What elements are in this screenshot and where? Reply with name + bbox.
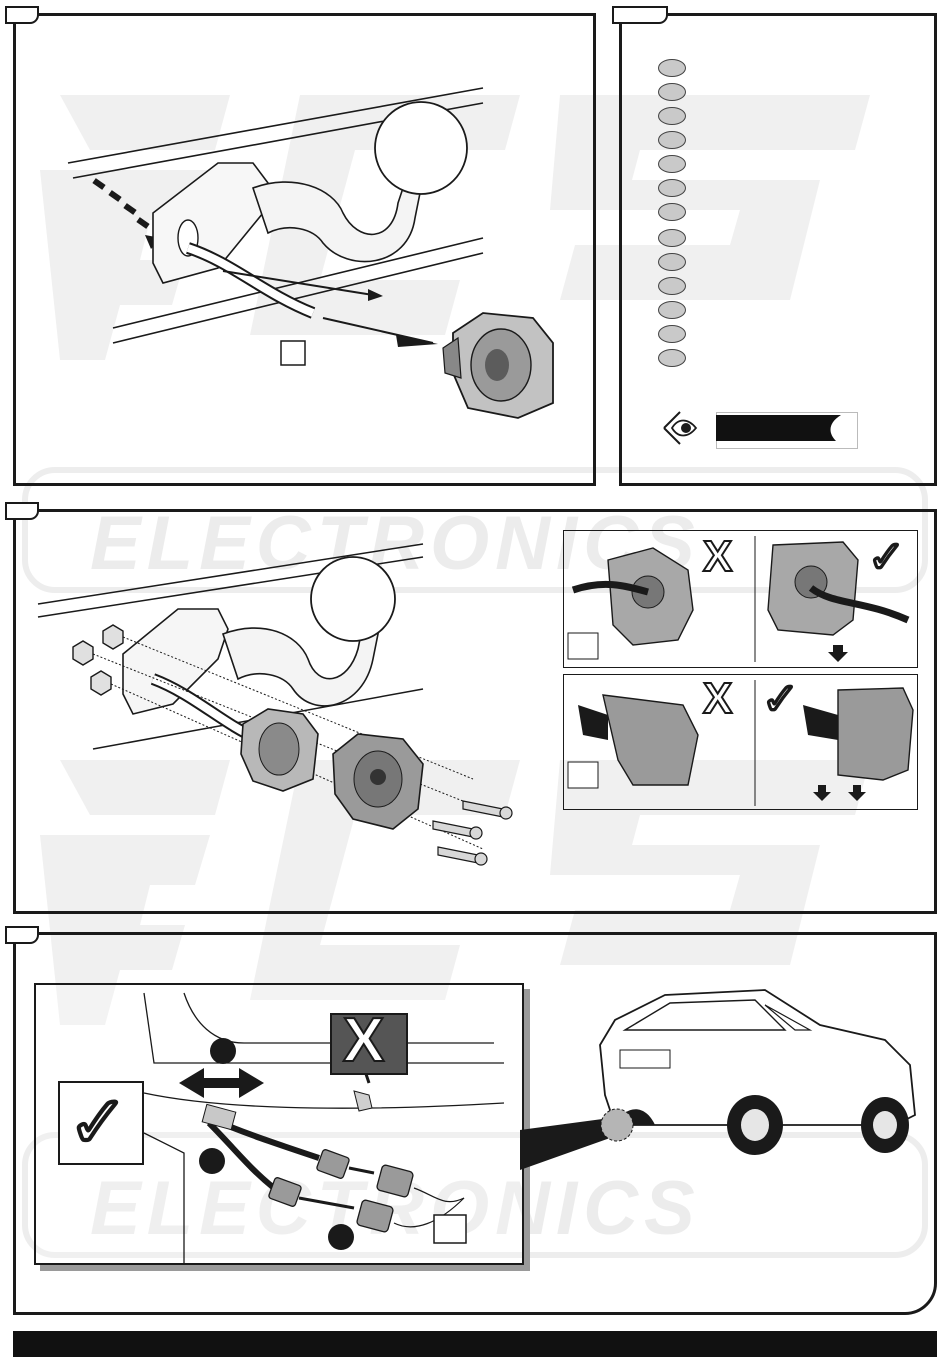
pin-dot xyxy=(658,179,686,197)
right-mark-bottom: ✓ xyxy=(762,674,799,725)
mount-bracket xyxy=(153,163,268,283)
no-water-icon xyxy=(568,633,598,659)
pin-dot xyxy=(658,325,686,343)
tow-ball-c xyxy=(311,557,395,641)
connectors xyxy=(268,1149,414,1233)
tow-ball xyxy=(375,102,467,194)
step-number-box xyxy=(281,341,305,365)
pin-dot xyxy=(658,229,686,247)
eye-icon xyxy=(662,408,702,448)
pin-dot xyxy=(658,203,686,221)
callout-3 xyxy=(328,1224,354,1250)
hitch-location-marker xyxy=(601,1109,633,1141)
pin-dot xyxy=(658,253,686,271)
step-tab-b xyxy=(612,6,668,24)
right-badge-mark: ✓ xyxy=(68,1080,128,1164)
right-mark-top: ✓ xyxy=(868,532,905,583)
double-arrow-icon xyxy=(179,1068,264,1098)
callout-2 xyxy=(199,1148,225,1174)
socket-plate-c xyxy=(241,709,318,791)
pin-dot xyxy=(658,107,686,125)
socket-plate xyxy=(443,313,553,418)
wrong-badge-mark: X xyxy=(343,1005,384,1076)
hex-nuts xyxy=(73,625,123,695)
pin-dot xyxy=(658,83,686,101)
dashed-arrow xyxy=(92,178,161,249)
pin-dot xyxy=(658,277,686,295)
wrong-mark-bottom: X xyxy=(703,674,732,724)
pin-dot xyxy=(658,301,686,319)
pin-dot xyxy=(658,155,686,173)
screws xyxy=(433,801,512,865)
cable-routing-illustration xyxy=(13,13,596,486)
step-number-box-d xyxy=(434,1215,466,1243)
step-tab-d xyxy=(5,926,39,944)
footer-bar xyxy=(13,1331,937,1357)
suv-illustration xyxy=(585,985,925,1160)
wrong-mark-top: X xyxy=(703,532,732,582)
pin-dot xyxy=(658,131,686,149)
callout-1 xyxy=(210,1038,236,1064)
drain-arrow-icon xyxy=(828,645,848,662)
inspection-bar-shape xyxy=(716,415,841,441)
socket-body-c xyxy=(333,734,423,829)
pin-dot xyxy=(658,349,686,367)
pin-dot xyxy=(658,59,686,77)
seal-detail-illustrations xyxy=(563,530,918,812)
socket-mounting-illustration xyxy=(13,509,573,909)
bracket-c xyxy=(123,609,228,714)
